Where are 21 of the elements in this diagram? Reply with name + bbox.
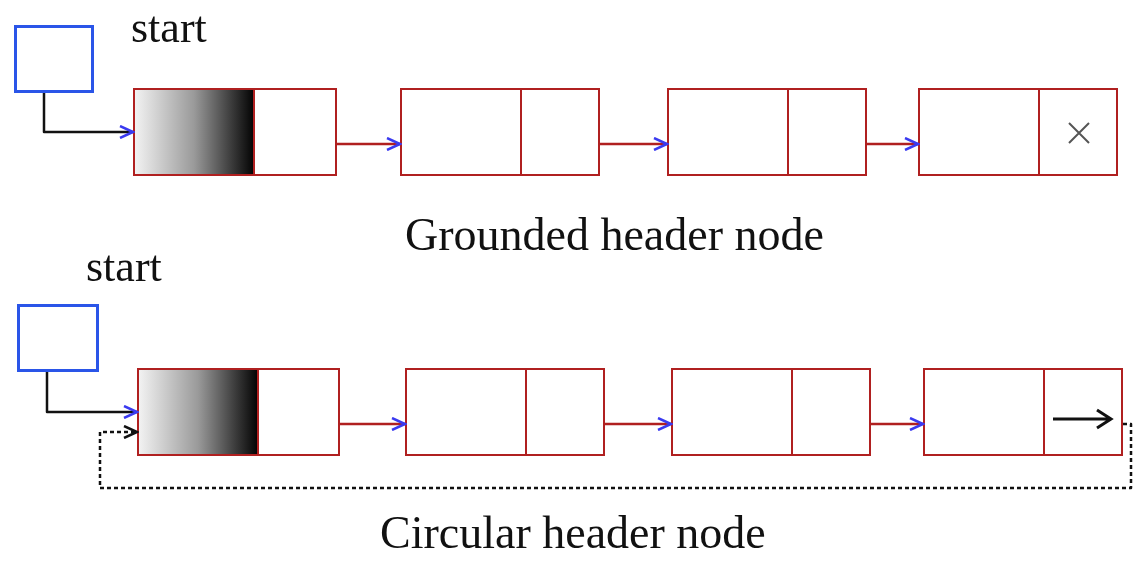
arrow: [605, 416, 673, 432]
list-node: [400, 88, 600, 176]
list-node: [918, 88, 1118, 176]
pointer-label: start: [86, 245, 162, 289]
list-node: [671, 368, 871, 456]
arrow: [340, 416, 407, 432]
arrow: [42, 93, 135, 140]
arrow: [337, 136, 402, 152]
caption: Grounded header node: [405, 212, 824, 258]
caption: Circular header node: [380, 510, 766, 556]
arrow: [45, 372, 139, 420]
header-node: [133, 88, 337, 176]
list-node: [405, 368, 605, 456]
list-node: [667, 88, 867, 176]
header-node: [137, 368, 340, 456]
arrow: [600, 136, 669, 152]
arrow: [98, 422, 1133, 490]
arrow: [867, 136, 920, 152]
pointer-label: start: [131, 6, 207, 50]
list-node: [923, 368, 1123, 456]
arrow: [871, 416, 925, 432]
